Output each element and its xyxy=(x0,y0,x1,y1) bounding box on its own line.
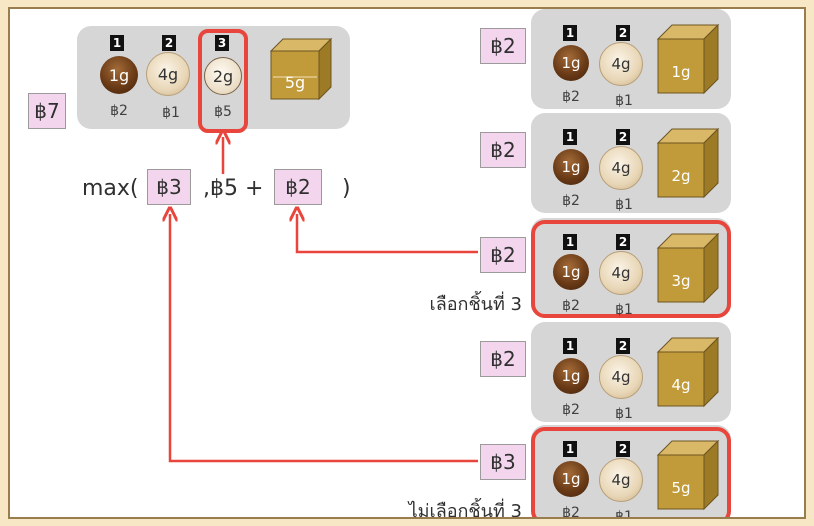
row-item-1-badge: 1 xyxy=(563,441,577,457)
row-item-2-ball: 4g xyxy=(599,42,643,86)
arrow-choose-item-3 xyxy=(297,214,478,254)
row-item-2-ball: 4g xyxy=(599,458,643,502)
formula-prefix: max( xyxy=(82,176,139,201)
formula-suffix: ) xyxy=(342,176,351,201)
top-box-icon xyxy=(269,37,333,101)
row-item-1-ball: 1g xyxy=(553,45,589,81)
row-item-1-badge: 1 xyxy=(563,338,577,354)
row-item-1-weight: 1g xyxy=(561,158,581,176)
row-item-2-price: ฿1 xyxy=(615,406,633,422)
row-item-2-badge: 2 xyxy=(616,338,630,354)
row-price-box: ฿2 xyxy=(480,132,526,168)
row-choice-label: เลือกชิ้นที่ 3 xyxy=(429,294,522,315)
row-item-2-badge: 2 xyxy=(616,441,630,457)
row-highlight xyxy=(531,427,731,517)
formula-middle: ,฿5 + xyxy=(203,176,264,201)
row-price-box: ฿2 xyxy=(480,237,526,273)
row-box-icon xyxy=(656,336,720,408)
item-2-price: ฿1 xyxy=(162,105,180,121)
formula-first-term: ฿3 xyxy=(147,169,191,205)
item-1-weight: 1g xyxy=(108,65,130,85)
row-item-1-price: ฿2 xyxy=(562,402,580,418)
row-item-2-ball: 4g xyxy=(599,251,643,295)
top-total-price: ฿7 xyxy=(28,93,66,129)
item-2-ball: 4g xyxy=(146,52,190,96)
row-item-2-ball: 4g xyxy=(599,355,643,399)
item-2-index-badge: 2 xyxy=(162,35,176,51)
diagram-canvas: ฿7 1 1g ฿2 2 4g ฿1 3 2g ฿5 5g max( ฿3 ,฿… xyxy=(8,7,806,519)
row-item-1-ball: 1g xyxy=(553,461,589,497)
top-box-capacity: 5g xyxy=(284,73,306,92)
row-box-capacity: 2g xyxy=(671,167,691,185)
row-item-2-badge: 2 xyxy=(616,234,630,250)
row-item-2-weight: 4g xyxy=(611,264,631,282)
row-item-2-weight: 4g xyxy=(611,471,631,489)
arrows-layer xyxy=(10,9,478,463)
row-item-1-weight: 1g xyxy=(561,367,581,385)
row-price-box: ฿2 xyxy=(480,341,526,377)
row-box-capacity: 3g xyxy=(671,272,691,290)
row-item-1-ball: 1g xyxy=(553,149,589,185)
row-item-2-badge: 2 xyxy=(616,25,630,41)
row-item-2-weight: 4g xyxy=(611,368,631,386)
item-1-ball: 1g xyxy=(100,56,138,94)
row-item-1-price: ฿2 xyxy=(562,193,580,209)
row-item-1-ball: 1g xyxy=(553,254,589,290)
arrow-skip-item-3 xyxy=(170,214,478,463)
row-box-icon xyxy=(656,439,720,511)
row-box-icon xyxy=(656,127,720,199)
row-item-1-weight: 1g xyxy=(561,263,581,281)
row-item-1-badge: 1 xyxy=(563,129,577,145)
row-item-1-weight: 1g xyxy=(561,470,581,488)
row-item-1-price: ฿2 xyxy=(562,505,580,519)
row-item-2-price: ฿1 xyxy=(615,509,633,519)
item-3-weight: 2g xyxy=(212,66,234,86)
row-item-2-price: ฿1 xyxy=(615,93,633,109)
row-box-icon xyxy=(656,232,720,304)
row-item-1-badge: 1 xyxy=(563,25,577,41)
row-item-2-weight: 4g xyxy=(611,159,631,177)
row-box-capacity: 4g xyxy=(671,376,691,394)
row-item-1-price: ฿2 xyxy=(562,298,580,314)
row-item-2-badge: 2 xyxy=(616,129,630,145)
row-item-1-price: ฿2 xyxy=(562,89,580,105)
row-price-box: ฿3 xyxy=(480,444,526,480)
item-2-weight: 4g xyxy=(157,64,179,84)
row-highlight xyxy=(531,220,731,318)
row-item-2-price: ฿1 xyxy=(615,197,633,213)
row-item-2-ball: 4g xyxy=(599,146,643,190)
row-item-1-weight: 1g xyxy=(561,54,581,72)
row-box-capacity: 1g xyxy=(671,63,691,81)
formula-second-term: ฿2 xyxy=(274,169,322,205)
row-choice-label: ไม่เลือกชิ้นที่ 3 xyxy=(408,501,522,519)
row-item-1-ball: 1g xyxy=(553,358,589,394)
item-3-index-badge: 3 xyxy=(215,35,229,51)
row-box-capacity: 5g xyxy=(671,479,691,497)
item-3-price: ฿5 xyxy=(214,104,232,120)
row-item-2-weight: 4g xyxy=(611,55,631,73)
row-item-2-price: ฿1 xyxy=(615,302,633,318)
row-item-1-badge: 1 xyxy=(563,234,577,250)
row-box-icon xyxy=(656,23,720,95)
row-price-box: ฿2 xyxy=(480,28,526,64)
item-3-ball: 2g xyxy=(204,57,242,95)
item-1-index-badge: 1 xyxy=(110,35,124,51)
item-1-price: ฿2 xyxy=(110,103,128,119)
